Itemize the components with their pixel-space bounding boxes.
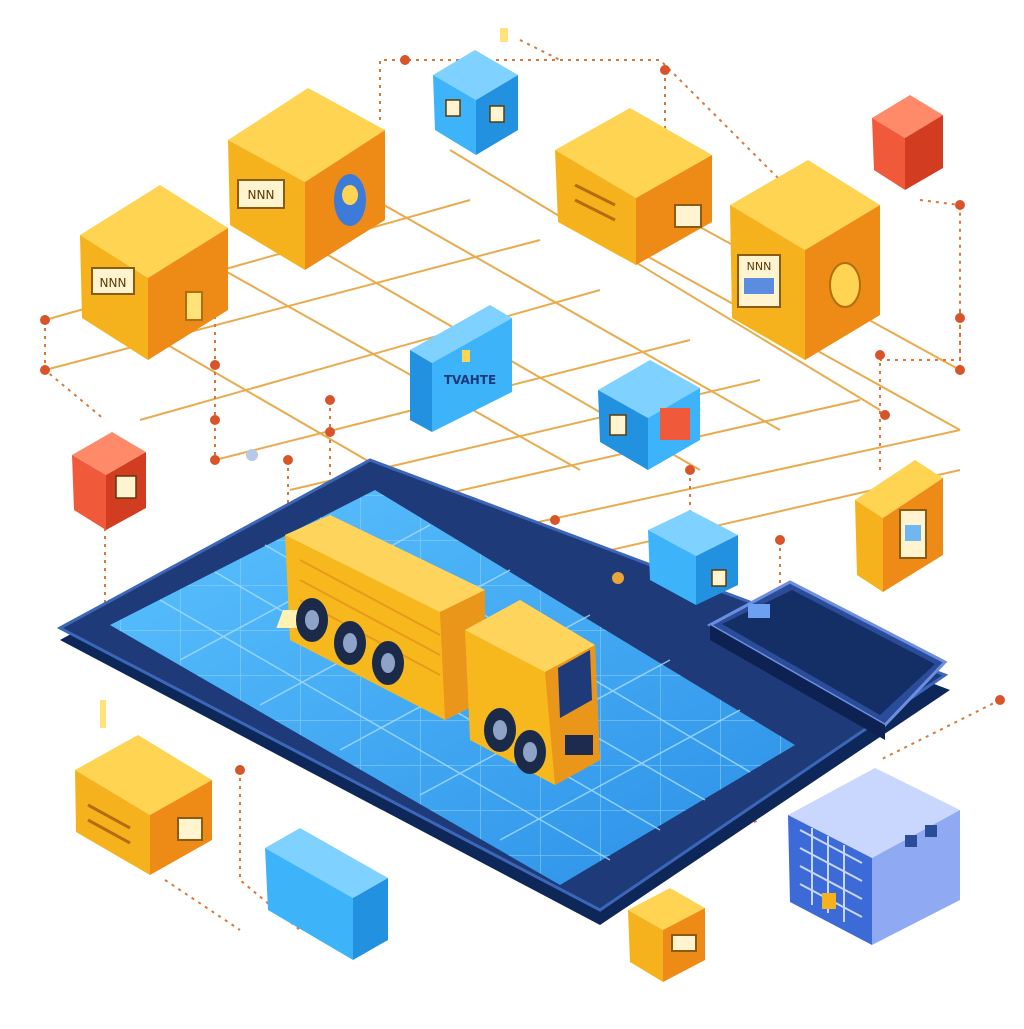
blue-cube-center-right [598, 360, 700, 470]
box-left-label: NNN [100, 276, 127, 290]
package-box-right: NNN [730, 160, 880, 360]
box-top-label: NNN [248, 188, 275, 202]
blue-panel-label: TVAHTE [444, 373, 496, 387]
blue-panel-center: TVAHTE [410, 305, 512, 432]
box-right-label: NNN [747, 260, 772, 273]
red-cube-top-right [872, 95, 943, 190]
blue-cube-bottom [265, 828, 388, 960]
accent-marks [100, 28, 624, 728]
package-box-top-left: NNN [228, 88, 385, 270]
package-box-bottom-small [628, 888, 705, 982]
package-box-right-small [855, 460, 943, 592]
truck-icon [276, 515, 600, 785]
package-box-left: NNN [80, 185, 228, 360]
blue-cube-mid-right [648, 510, 738, 605]
package-box-bottom-left [75, 735, 212, 875]
server-box-icon [788, 768, 960, 945]
red-cube-left [72, 432, 146, 530]
smartphone-device [706, 580, 948, 740]
package-box-top-center [555, 108, 712, 265]
blue-cube-top [433, 50, 518, 155]
